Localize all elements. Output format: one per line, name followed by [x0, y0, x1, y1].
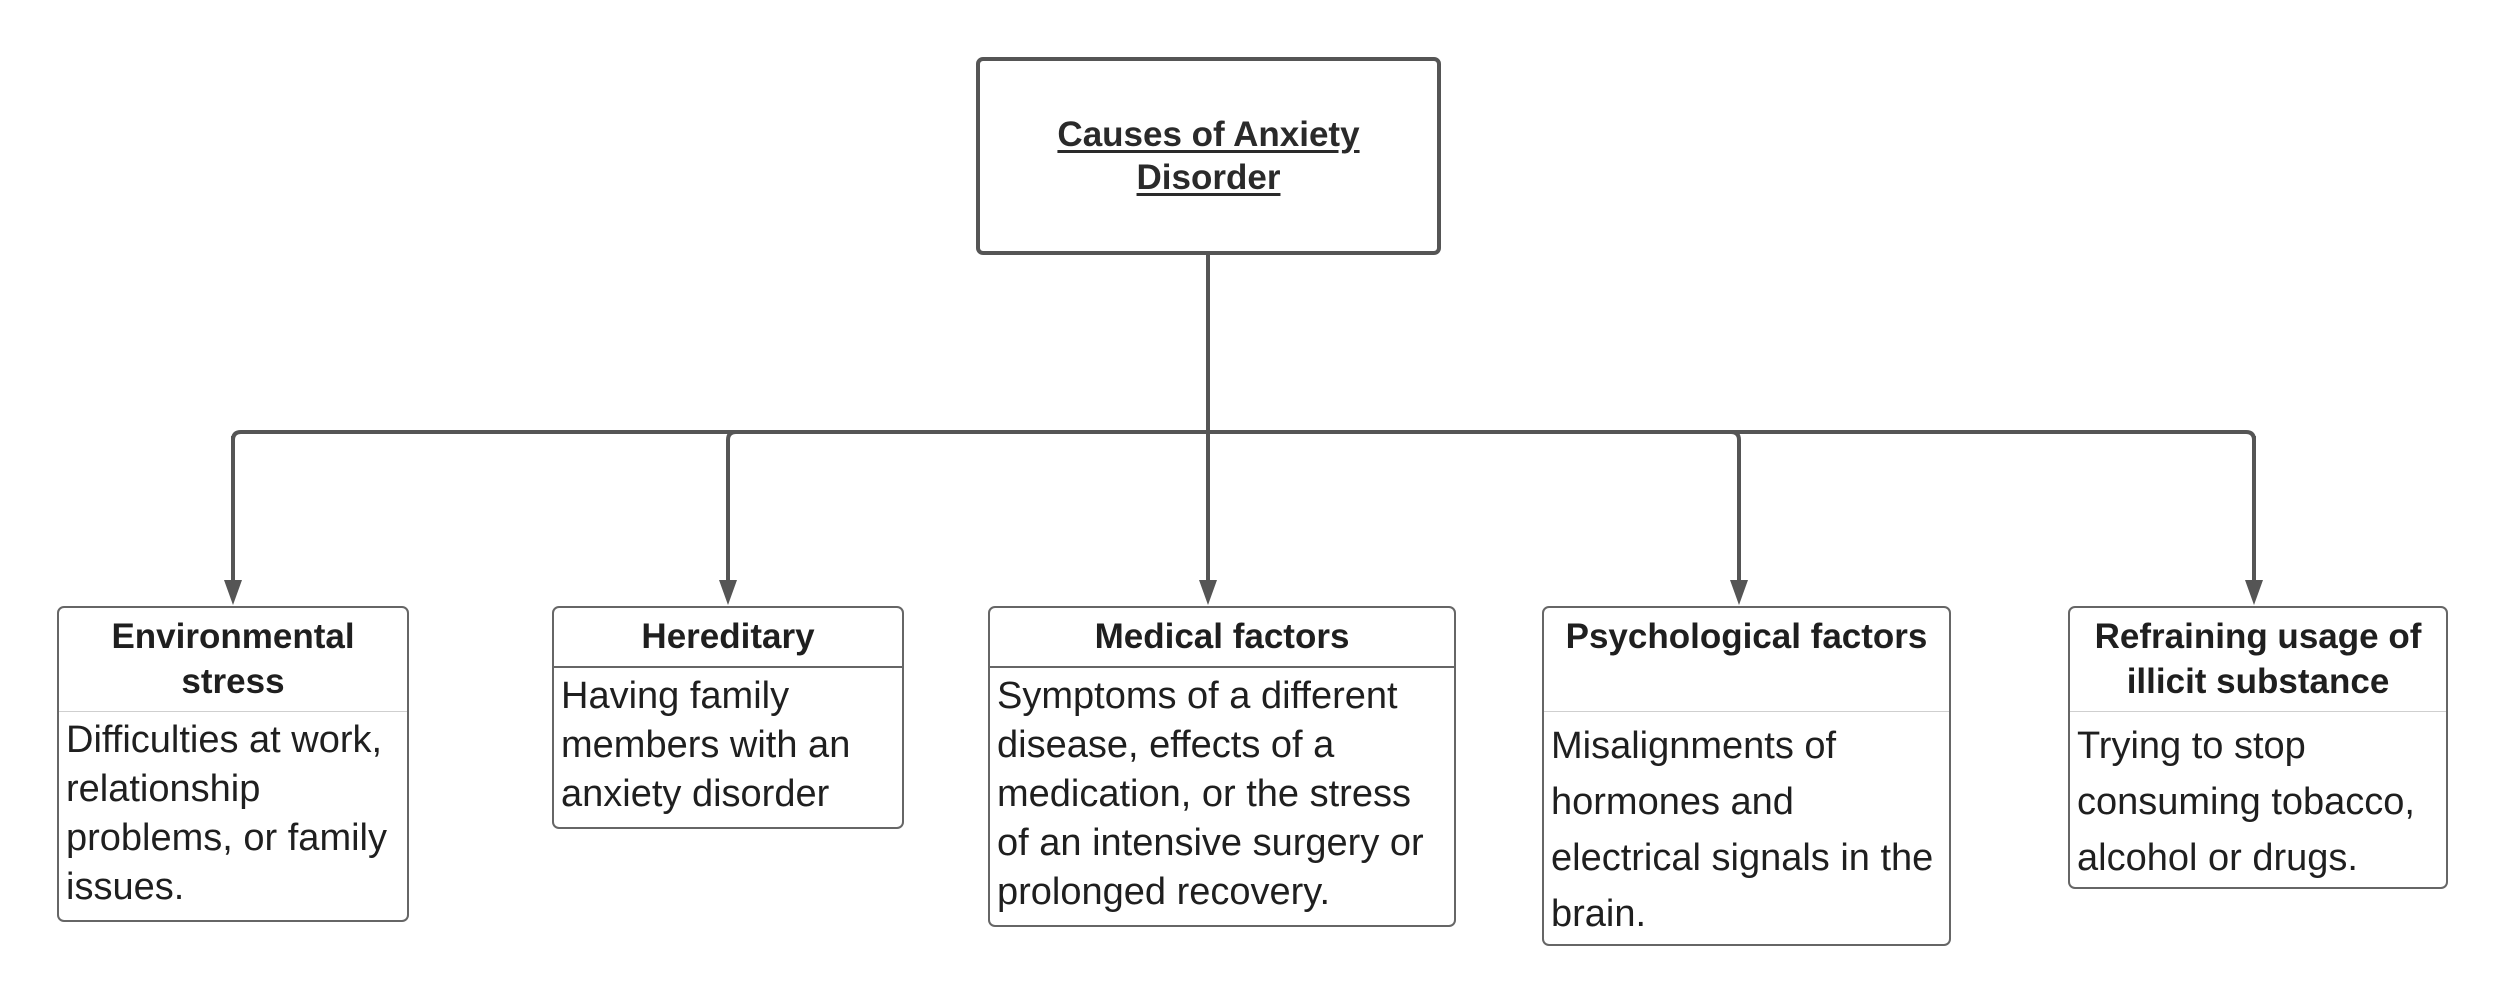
arrowhead-hereditary	[719, 580, 737, 605]
cause-description: Misalignments of hormones and electrical…	[1551, 725, 1934, 935]
cause-heading: Environmental stress	[59, 608, 407, 712]
arrowhead-environmental	[224, 580, 242, 605]
cause-card-environmental-stress: Environmental stress Difficulties at wor…	[57, 606, 409, 922]
arrowhead-medical	[1199, 580, 1217, 605]
root-node: Causes of Anxiety Disorder	[976, 57, 1441, 255]
cause-description: Having family members with an anxiety di…	[561, 675, 851, 815]
root-title: Causes of Anxiety Disorder	[1057, 115, 1360, 197]
cause-description: Trying to stop consuming tobacco, alcoho…	[2077, 725, 2415, 879]
cause-heading: Medical factors	[990, 608, 1454, 668]
cause-description: Symptoms of a different disease, effects…	[997, 675, 1424, 913]
cause-heading: Refraining usage of illicit substance	[2070, 608, 2446, 712]
cause-description: Difficulties at work, relationship probl…	[66, 719, 387, 908]
cause-card-psychological-factors: Psychological factors Misalignments of h…	[1542, 606, 1951, 946]
cause-card-medical-factors: Medical factors Symptoms of a different …	[988, 606, 1456, 927]
connector-psychological	[1730, 430, 1741, 585]
connector-hereditary	[726, 430, 737, 585]
arrowhead-psychological	[1730, 580, 1748, 605]
cause-heading: Hereditary	[554, 608, 902, 668]
arrowhead-substance	[2245, 580, 2263, 605]
cause-card-hereditary: Hereditary Having family members with an…	[552, 606, 904, 829]
cause-heading: Psychological factors	[1544, 608, 1949, 712]
bus-line	[231, 430, 2256, 441]
cause-card-illicit-substance: Refraining usage of illicit substance Tr…	[2068, 606, 2448, 889]
